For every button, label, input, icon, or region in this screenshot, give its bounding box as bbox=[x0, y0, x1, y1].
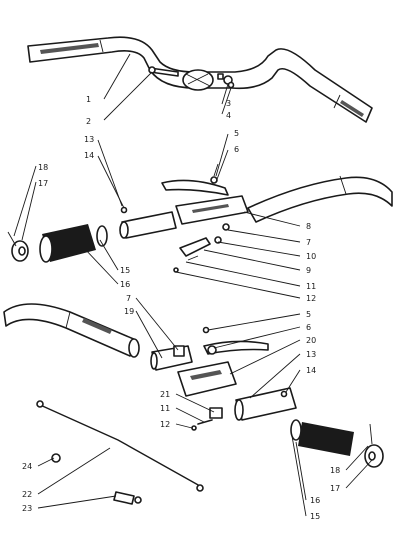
cable-nipple bbox=[51, 453, 61, 463]
small-parts-lower bbox=[191, 407, 223, 431]
part-label: 18 bbox=[330, 466, 340, 475]
handlebar-lower-left bbox=[3, 303, 140, 358]
twist-grip-left bbox=[39, 224, 108, 263]
part-label: 12 bbox=[306, 294, 316, 303]
part-label: 7 bbox=[126, 294, 131, 303]
part-label: 14 bbox=[84, 151, 94, 160]
leader-lines bbox=[13, 53, 373, 517]
part-label: 17 bbox=[330, 484, 340, 493]
handlebar-clamp bbox=[182, 69, 214, 91]
part-label: 7 bbox=[306, 238, 311, 247]
part-label: 16 bbox=[120, 280, 130, 289]
part-label: 8 bbox=[306, 222, 311, 231]
part-label: 5 bbox=[234, 129, 239, 138]
part-label: 2 bbox=[86, 117, 91, 126]
small-screw-lower bbox=[280, 390, 288, 398]
part-label: 19 bbox=[124, 307, 134, 316]
part-label: 20 bbox=[306, 336, 316, 345]
handlebar-end-upper-right bbox=[247, 175, 393, 223]
part-label: 12 bbox=[160, 420, 170, 429]
bar-end-cap-right bbox=[364, 423, 384, 468]
lever-clamp-lower bbox=[150, 345, 193, 371]
part-label: 14 bbox=[306, 366, 316, 375]
part-label: 22 bbox=[22, 490, 32, 499]
part-label: 17 bbox=[38, 179, 48, 188]
part-label: 15 bbox=[120, 266, 130, 275]
small-parts-cluster bbox=[173, 223, 230, 273]
twist-grip-right bbox=[290, 419, 354, 456]
control-lever-lower bbox=[202, 326, 269, 355]
part-label: 6 bbox=[234, 145, 239, 154]
part-label: 18 bbox=[38, 163, 48, 172]
grip-sleeve-upper bbox=[119, 211, 177, 239]
part-label: 9 bbox=[306, 266, 311, 275]
part-label: 24 bbox=[22, 462, 32, 471]
part-labels: 1 2 3 4 13 14 5 6 18 17 8 7 10 9 11 12 1… bbox=[22, 95, 340, 521]
cable-adjuster-lower bbox=[113, 491, 142, 505]
part-label: 4 bbox=[226, 111, 231, 120]
part-label: 21 bbox=[160, 390, 170, 399]
part-label: 13 bbox=[84, 135, 94, 144]
part-label: 10 bbox=[306, 252, 316, 261]
part-label: 15 bbox=[310, 512, 320, 521]
part-label: 5 bbox=[306, 310, 311, 319]
part-label: 11 bbox=[160, 404, 170, 413]
throttle-housing-lower bbox=[177, 361, 237, 397]
control-lever-upper bbox=[161, 163, 229, 196]
part-label: 13 bbox=[306, 350, 316, 359]
part-label: 1 bbox=[86, 95, 91, 104]
part-label: 16 bbox=[310, 496, 320, 505]
clamp-bolt bbox=[148, 66, 179, 77]
bar-end-cap-left bbox=[7, 231, 29, 262]
part-label: 23 bbox=[22, 504, 32, 513]
control-cable bbox=[36, 400, 204, 492]
lever-housing-upper bbox=[175, 195, 249, 225]
part-label: 3 bbox=[226, 99, 231, 108]
part-label: 11 bbox=[306, 282, 316, 291]
part-label: 6 bbox=[306, 323, 311, 332]
grip-sleeve-lower bbox=[234, 387, 297, 421]
small-screw-14 bbox=[120, 206, 128, 214]
